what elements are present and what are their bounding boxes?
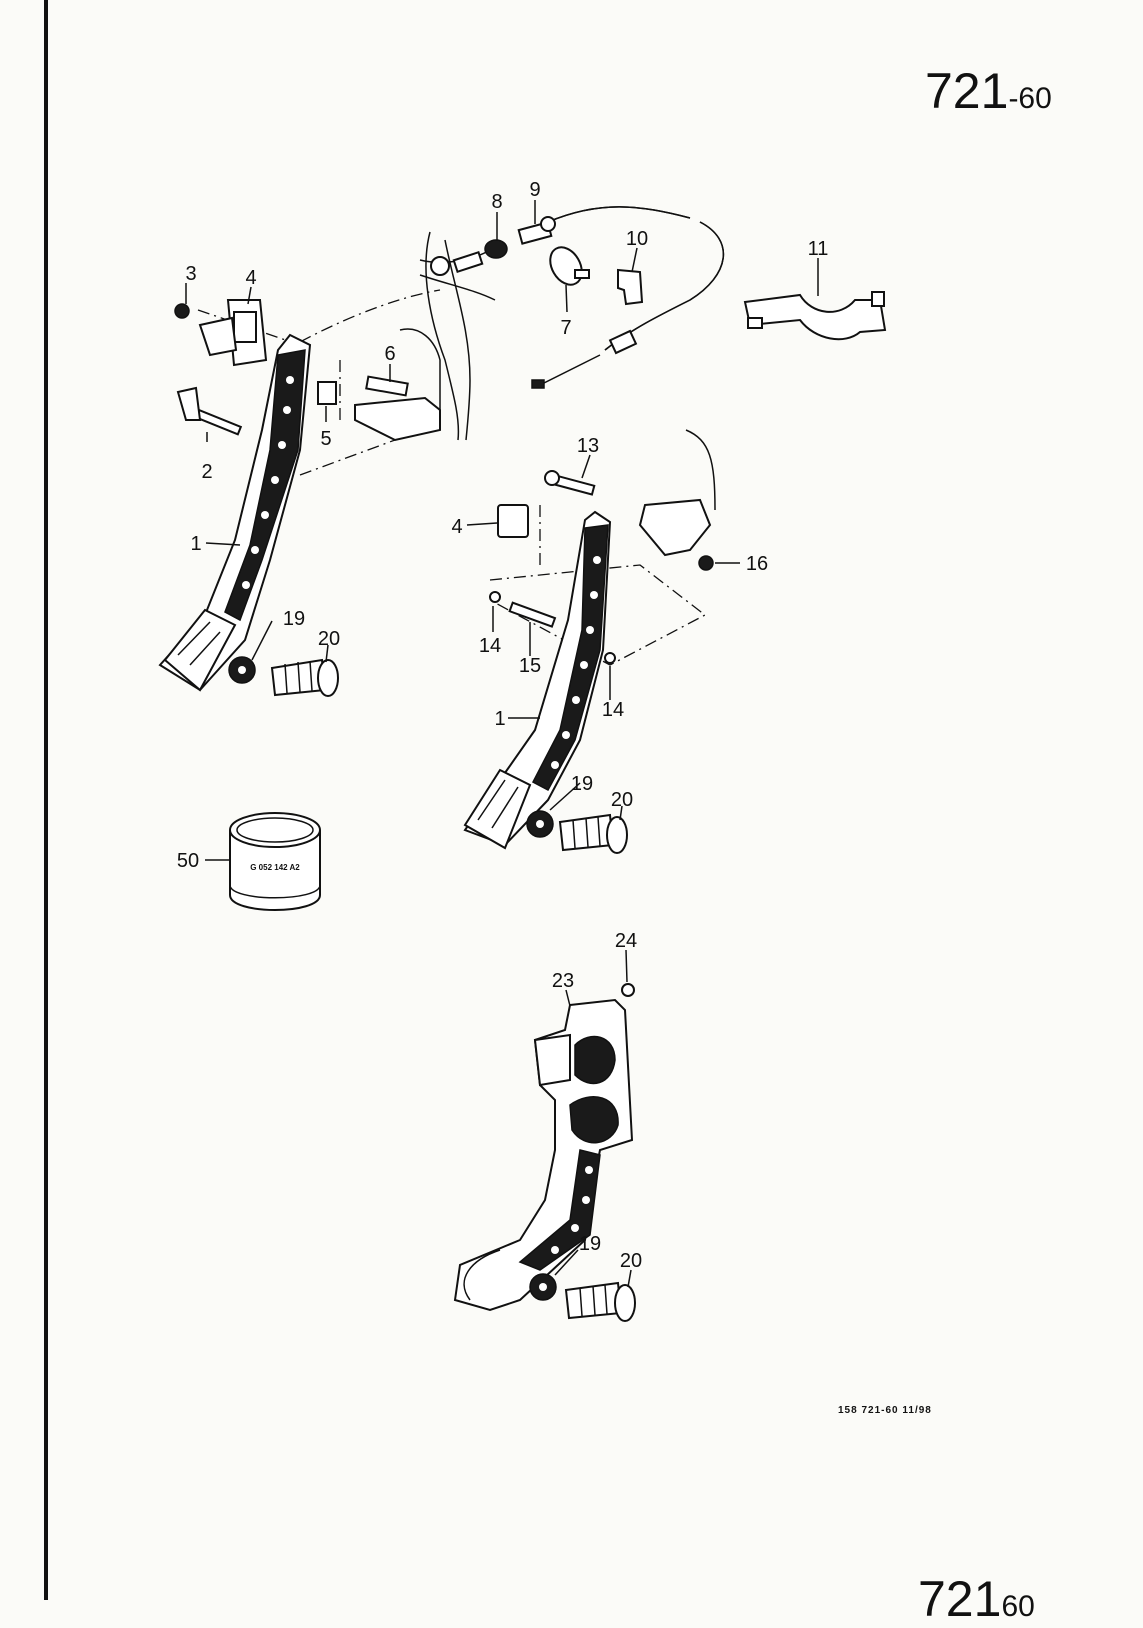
callout-15: 15 xyxy=(519,655,541,677)
part-20-plug-b xyxy=(558,813,628,854)
callout-23: 23 xyxy=(552,970,574,992)
callout-14-b: 14 xyxy=(602,699,624,721)
callout-7: 7 xyxy=(560,317,571,339)
upper-pedal-assembly xyxy=(158,299,441,692)
callout-3: 3 xyxy=(185,263,196,285)
part-5-spacer xyxy=(317,381,337,405)
canister-marking: G 052 142 A2 xyxy=(250,863,300,872)
page-number-bottom-main: 721 xyxy=(918,1571,1002,1627)
callout-19-c: 19 xyxy=(579,1233,601,1255)
pedal-pad xyxy=(163,608,237,692)
page-number-suffix: -60 xyxy=(1008,82,1052,115)
part-2-bolt xyxy=(176,386,243,436)
part-19-wheel-c xyxy=(529,1273,557,1301)
part-15-pin xyxy=(508,601,557,628)
pedal-pad-b xyxy=(463,768,532,850)
pedal-bracket xyxy=(354,396,441,442)
callout-1: 1 xyxy=(190,533,201,555)
part-6-bolt xyxy=(365,375,409,397)
callout-20-b: 20 xyxy=(611,789,633,811)
part-7-clip xyxy=(549,246,590,286)
part-14-clip-b xyxy=(604,652,616,664)
cable-assembly xyxy=(299,206,725,441)
callout-labels: 1 2 3 4 5 6 7 8 9 10 11 19 20 13 4 16 14… xyxy=(177,179,829,1272)
electronic-pedal-assembly xyxy=(453,983,635,1312)
part-14-clip-a xyxy=(489,591,501,603)
part-50-canister: G 052 142 A2 xyxy=(229,812,321,911)
callout-10: 10 xyxy=(626,228,648,250)
part-13-bolt xyxy=(544,470,596,496)
callout-5: 5 xyxy=(320,428,331,450)
callout-6: 6 xyxy=(384,343,395,365)
callout-16: 16 xyxy=(746,553,768,575)
binding-edge xyxy=(44,0,48,1600)
part-10-bracket xyxy=(617,268,644,306)
callout-2: 2 xyxy=(201,461,212,483)
callout-50: 50 xyxy=(177,850,199,872)
callout-9: 9 xyxy=(529,179,540,201)
part-19-wheel-b xyxy=(526,810,554,838)
callout-8: 8 xyxy=(491,191,502,213)
part-19-wheel-a xyxy=(228,656,256,684)
callout-19-b: 19 xyxy=(571,773,593,795)
part-9-cable-end xyxy=(517,216,556,245)
part-4-bush-b xyxy=(497,504,529,538)
part-16-nut xyxy=(698,555,714,571)
part-20-plug-c xyxy=(564,1281,636,1322)
part-24-nut xyxy=(621,983,635,997)
callout-4: 4 xyxy=(245,267,256,289)
part-20-plug-a xyxy=(270,658,339,697)
callout-13: 13 xyxy=(577,435,599,457)
drawing-code: 158 721-60 11/98 xyxy=(838,1405,932,1416)
callout-20: 20 xyxy=(318,628,340,650)
page-number-bottom-suffix: 60 xyxy=(1001,1590,1035,1623)
part-3-nut xyxy=(174,303,190,319)
stop-bracket xyxy=(198,316,238,357)
leader-lines xyxy=(185,200,819,1288)
page-number-top: 721-60 xyxy=(925,62,1052,120)
callout-19: 19 xyxy=(283,608,305,630)
callout-11: 11 xyxy=(808,238,829,260)
callout-4-b: 4 xyxy=(451,516,462,538)
callout-24: 24 xyxy=(615,930,637,952)
middle-pedal-assembly xyxy=(463,429,716,850)
page-number-main: 721 xyxy=(925,63,1009,119)
callout-14-a: 14 xyxy=(479,635,501,657)
page-number-bottom: 72160 xyxy=(918,1570,1035,1628)
callout-20-c: 20 xyxy=(620,1250,642,1272)
part-23-sensor-housing xyxy=(533,1033,571,1087)
pedal-bracket-b xyxy=(638,498,712,557)
callout-1-b: 1 xyxy=(494,708,505,730)
part-8-grommet xyxy=(430,239,508,276)
part-11-clamp xyxy=(743,291,887,341)
